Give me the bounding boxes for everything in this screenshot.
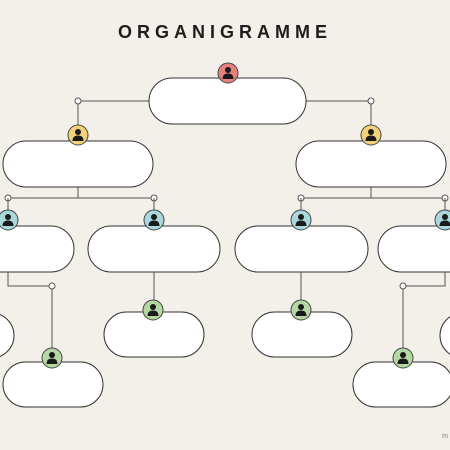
org-node-manager-right [295,124,447,188]
org-node-staff-ll-2 [2,347,104,408]
person-body [148,220,160,226]
person-icon [143,209,165,231]
person-icon [142,299,164,321]
connector-director-left [77,100,149,126]
person-head [75,129,81,135]
person-icon [290,209,312,231]
person-head [150,304,156,310]
person-body [147,310,159,316]
org-node-staff-rr-1 [352,347,450,408]
person-icon [217,62,239,84]
connector-lead-right-2-staff [402,272,446,349]
org-node-staff-ll-1 [0,314,15,357]
person-icon [434,209,450,231]
org-node-staff-lr-1 [103,299,205,358]
org-node-staff-rl-1 [251,299,353,358]
person-head [151,214,157,220]
person-head [400,352,406,358]
person-head [225,67,231,73]
person-head [5,214,11,220]
org-node-lead-left-1 [0,209,75,273]
person-body [439,220,450,226]
org-node-staff-rr-2 [439,316,450,355]
person-head [442,214,448,220]
person-head [368,129,374,135]
org-box-lead-right-1 [234,225,369,273]
org-box-staff-rr-2 [439,316,450,355]
connector-dot [367,97,375,105]
connector-dot [399,282,407,290]
person-icon [41,347,63,369]
connector-dot [48,282,56,290]
person-body [46,358,58,364]
org-node-manager-left [2,124,154,188]
person-icon [360,124,382,146]
avatar-circle [434,209,450,231]
org-box-director [148,77,307,125]
org-box-staff-ll-2 [2,361,104,408]
avatar-circle [0,209,19,231]
org-node-lead-right-1 [234,209,369,273]
person-body [295,220,307,226]
org-box-lead-left-1 [0,225,75,273]
person-head [298,304,304,310]
page-title: ORGANIGRAMME [118,22,332,42]
person-icon [67,124,89,146]
org-box-manager-left [2,140,154,188]
org-box-staff-rr-1 [352,361,450,408]
person-body [295,310,307,316]
person-icon [0,209,19,231]
person-icon [290,299,312,321]
org-box-staff-ll-1 [0,314,15,357]
person-body [2,220,14,226]
brand-mark: m [442,433,448,440]
org-box-lead-left-2 [87,225,221,273]
person-head [49,352,55,358]
person-body [365,135,377,141]
person-head [298,214,304,220]
connector-dot [74,97,82,105]
org-node-lead-right-2 [377,209,450,273]
org-node-lead-left-2 [87,209,221,273]
person-body [72,135,84,141]
org-node-director [148,62,307,125]
connector-lead-left-1-staff [7,272,53,349]
org-box-lead-right-2 [377,225,450,273]
person-body [222,73,234,79]
org-box-manager-right [295,140,447,188]
person-icon [392,347,414,369]
person-body [397,358,409,364]
connector-director-right [306,100,372,126]
